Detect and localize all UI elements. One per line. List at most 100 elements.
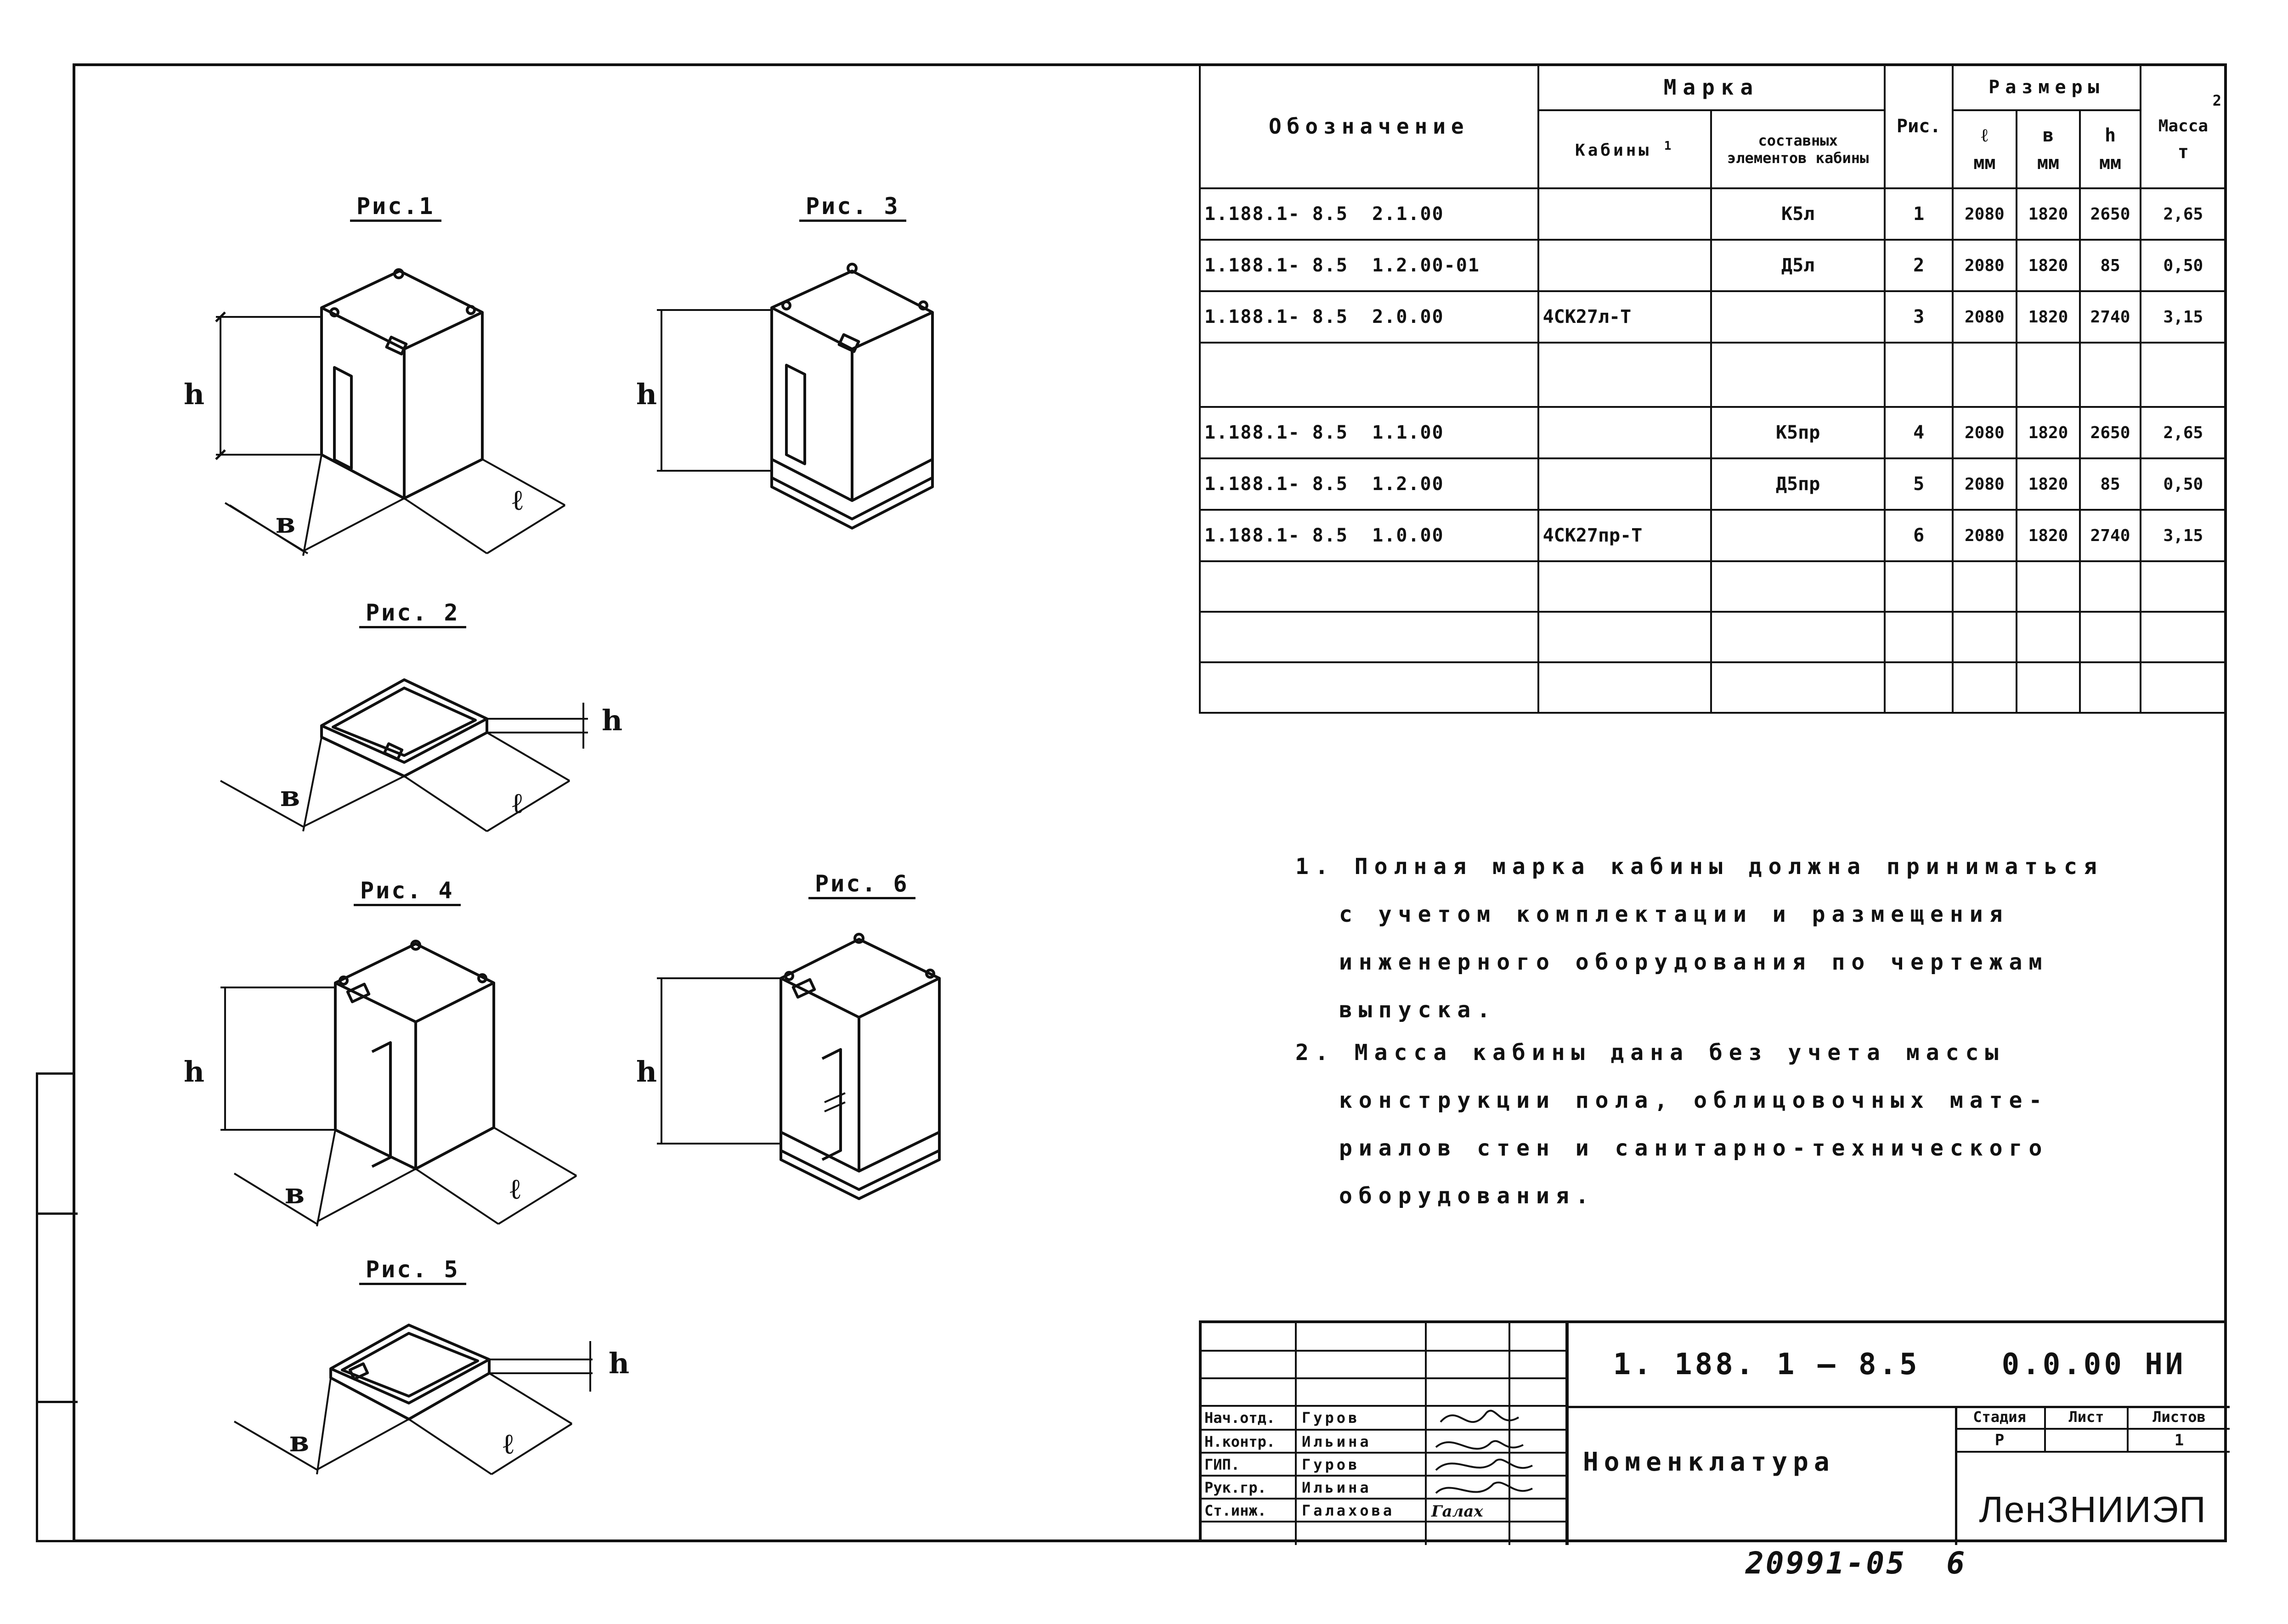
height-cell [2079,661,2141,714]
doc-code-divider [1566,1406,2230,1408]
element-mark-cell [1710,342,1886,408]
length-cell: 2080 [1952,239,2017,292]
note-1-line-1: 1. Полная марка кабины должна приниматьс… [1295,854,2103,880]
mass-unit: т [2177,141,2189,163]
designation-cell: 1.188.1- 8.5 1.0.00 [1199,509,1539,562]
title-divider [1566,1323,1569,1545]
stamp-role-row: Нач.отд. Гуров [1202,1406,1426,1429]
note-1-line-4: выпуска. [1339,997,1497,1023]
fig5-dim-b: в [289,1425,309,1458]
sheets-value: 1 [2127,1428,2230,1453]
designation-cell [1199,560,1539,613]
fig2-dim-l: ℓ [512,786,523,820]
stamp-person: Ильина [1302,1433,1372,1450]
fig2-dim-b: в [280,779,300,813]
mass-cell: 3,15 [2139,509,2227,562]
note-2-line-1: 2. Масса кабины дана без учета массы [1295,1040,2005,1066]
length-cell: 2080 [1952,187,2017,241]
stage-table: Стадия Лист Листов Р 1 [1955,1406,2230,1453]
stamp-person: Гуров [1302,1409,1360,1427]
width-cell: 1820 [2015,406,2081,459]
fig-cell: 3 [1884,290,1954,344]
width-cell: 1820 [2015,239,2081,292]
stamp-role: Ст.инж. [1204,1502,1266,1519]
fig1-dim-l: ℓ [512,483,523,517]
mark-cabins-label: Кабины [1575,141,1652,160]
header-h: h мм [2079,109,2141,189]
fig5-label: Рис. 5 [359,1256,466,1285]
cabin-mark-cell [1537,406,1712,459]
length-cell [1952,342,2017,408]
length-cell: 2080 [1952,406,2017,459]
table-row [1199,560,2227,613]
header-h-unit: мм [2099,152,2122,174]
mass-cell [2139,611,2227,663]
fig6-dim-h: h [636,1055,657,1088]
fig4-cabin-drawing [220,940,577,1227]
designation-cell [1199,661,1539,714]
sheets-label: Листов [2127,1406,2230,1430]
fig6-label: Рис. 6 [808,870,915,899]
fig4-dim-h: h [184,1055,204,1088]
header-mark: Марка [1537,63,1886,111]
header-l: ℓ мм [1952,109,2017,189]
width-cell [2015,560,2081,613]
signature-text: Галах [1431,1502,1483,1521]
fig4-label: Рис. 4 [354,877,461,906]
height-cell: 2650 [2079,187,2141,241]
fig3-label: Рис. 3 [799,193,906,222]
height-cell: 2650 [2079,406,2141,459]
sheet-value [2044,1428,2129,1453]
fig1-label: Рис.1 [350,193,441,222]
height-cell: 2740 [2079,290,2141,344]
nomenclature-table: Обозначение Марка Рис. Размеры 2 Масса т… [1199,63,2227,714]
table-row [1199,661,2227,714]
stamp-role-row: Ст.инж.Галахова [1202,1499,1426,1522]
mass-cell [2139,560,2227,613]
cabin-mark-cell [1537,457,1712,511]
fig4-dim-l: ℓ [510,1172,520,1206]
fig2-label: Рис. 2 [359,599,466,628]
mass-cell: 0,50 [2139,239,2227,292]
stamp-role: Нач.отд. [1204,1409,1276,1427]
length-cell [1952,661,2017,714]
height-cell: 85 [2079,239,2141,292]
designation-cell: 1.188.1- 8.5 1.1.00 [1199,406,1539,459]
mass-cell [2139,661,2227,714]
stamp-person: Гуров [1302,1456,1360,1473]
cabin-mark-cell [1537,239,1712,292]
header-h-symbol: h [2104,125,2116,146]
cabin-mark-cell: 4СК27пр-Т [1537,509,1712,562]
header-mark-elements: составных элементов кабины [1710,109,1886,189]
stage-value: Р [1955,1428,2046,1453]
designation-cell [1199,342,1539,408]
mark-cabins-note: 1 [1664,139,1674,153]
fig-cell: 6 [1884,509,1954,562]
element-mark-cell [1710,509,1886,562]
height-cell [2079,611,2141,663]
fig1-dim-h: h [184,378,204,411]
length-cell: 2080 [1952,509,2017,562]
fig-cell [1884,560,1954,613]
header-l-unit: мм [1973,152,1996,174]
width-cell [2015,342,2081,408]
mass-cell: 3,15 [2139,290,2227,344]
note-2-line-3: риалов стен и санитарно-технического [1339,1135,2049,1161]
fig-cell: 4 [1884,406,1954,459]
header-b-unit: мм [2037,152,2060,174]
width-cell: 1820 [2015,457,2081,511]
header-sizes: Размеры [1952,63,2141,111]
fig-cell: 5 [1884,457,1954,511]
element-mark-cell [1710,290,1886,344]
stamp-role-row: Рук.гр.Ильина [1202,1476,1426,1499]
table-row [1199,611,2227,663]
element-mark-cell: К5л [1710,187,1886,241]
fig1-dim-b: в [276,506,295,540]
doc-code: 1. 188. 1 – 8.5 0.0.00 НИ [1613,1348,2186,1382]
figures-drawing: h в ℓ h h в ℓ [184,263,941,1475]
width-cell: 1820 [2015,509,2081,562]
